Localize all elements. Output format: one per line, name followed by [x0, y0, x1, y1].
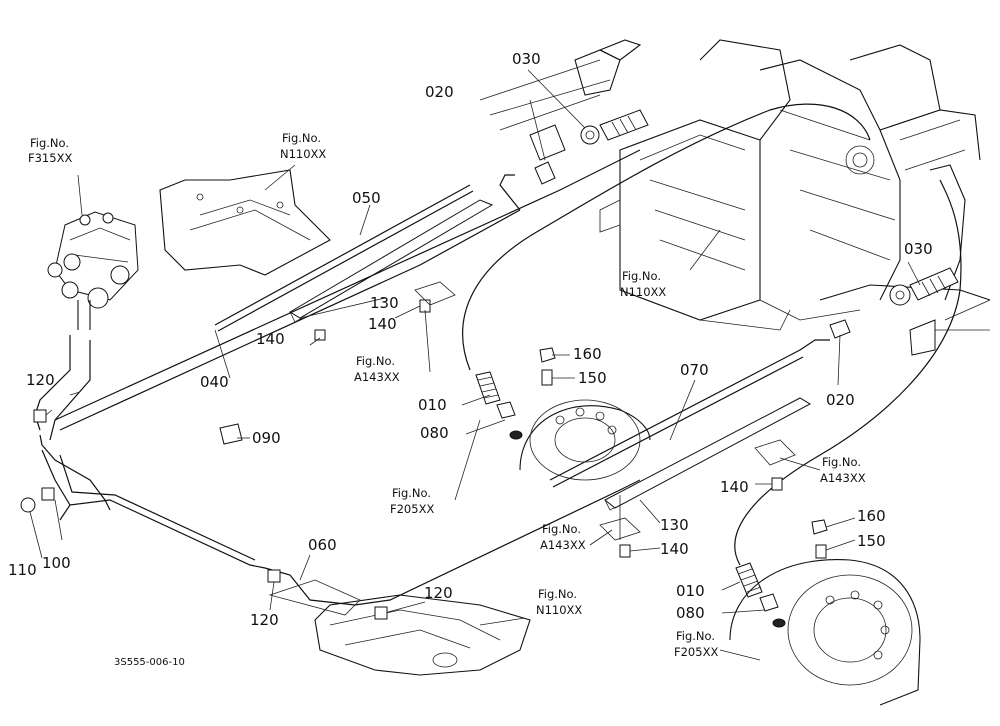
- hose-010b: [734, 179, 962, 628]
- label-060: 060: [308, 536, 337, 554]
- label-070: 070: [680, 361, 709, 379]
- label-010-right: 010: [676, 582, 705, 600]
- label-140-top-left: 140: [256, 330, 285, 348]
- label-020-top: 020: [425, 83, 454, 101]
- label-090: 090: [252, 429, 281, 447]
- label-130-bottom: 130: [660, 516, 689, 534]
- label-110: 110: [8, 561, 37, 579]
- fig-ref-a143-top: A143XX: [354, 370, 400, 384]
- fig-ref-a143-bottom: A143XX: [540, 538, 586, 552]
- label-080-left: 080: [420, 424, 449, 442]
- label-140-right: 140: [720, 478, 749, 496]
- label-150-right: 150: [857, 532, 886, 550]
- fig-ref-f205-right: F205XX: [674, 645, 718, 659]
- label-040: 040: [200, 373, 229, 391]
- fig-ref-f205-left: F205XX: [390, 502, 434, 516]
- fittings-right: [829, 267, 959, 356]
- hub-right: [729, 558, 921, 706]
- fig-prefix-a143-bottom: Fig.No.: [542, 522, 581, 536]
- brake-valve: [47, 211, 139, 330]
- fig-ref-a143-right: A143XX: [820, 471, 866, 485]
- fig-prefix-f315: Fig.No.: [30, 136, 69, 150]
- tractor-frame: [479, 39, 991, 331]
- fig-prefix-a143-top: Fig.No.: [356, 354, 395, 368]
- label-120-left: 120: [26, 371, 55, 389]
- fig-prefix-f205-right: Fig.No.: [676, 629, 715, 643]
- hub-left: [519, 399, 651, 481]
- fig-ref-n110-right: N110XX: [620, 285, 666, 299]
- label-050: 050: [352, 189, 381, 207]
- hardware: [20, 281, 828, 620]
- figure-references: Fig.No. F315XX Fig.No. N110XX Fig.No. N1…: [28, 131, 866, 659]
- fittings-top: [529, 109, 649, 185]
- label-010-left: 010: [418, 396, 447, 414]
- label-120-bottom: 120: [424, 584, 453, 602]
- drawing-code: 3S555-006-10: [114, 657, 185, 668]
- label-160-right: 160: [857, 507, 886, 525]
- label-030-right: 030: [904, 240, 933, 258]
- label-140-top-right: 140: [368, 315, 397, 333]
- pipe-050-group: [214, 184, 494, 332]
- fig-prefix-n110-right: Fig.No.: [622, 269, 661, 283]
- lower-plate: [268, 579, 531, 676]
- label-080-right: 080: [676, 604, 705, 622]
- upper-plate: [159, 169, 331, 276]
- part-labels: 020 030 030 020 050 130 140 140 040 120 …: [8, 50, 933, 629]
- fig-ref-n110-top: N110XX: [280, 147, 326, 161]
- label-150-left: 150: [578, 369, 607, 387]
- fig-prefix-n110-bottom: Fig.No.: [538, 587, 577, 601]
- fig-ref-f315: F315XX: [28, 151, 72, 165]
- label-140-bottom: 140: [660, 540, 689, 558]
- fig-prefix-a143-right: Fig.No.: [822, 455, 861, 469]
- label-020-right: 020: [826, 391, 855, 409]
- label-160-left: 160: [573, 345, 602, 363]
- label-030-top: 030: [512, 50, 541, 68]
- hose-010a: [462, 103, 871, 440]
- brake-line-040: [34, 149, 641, 511]
- fig-prefix-n110-top: Fig.No.: [282, 131, 321, 145]
- leader-lines: [29, 69, 921, 661]
- label-130-top: 130: [370, 294, 399, 312]
- fig-ref-n110-bottom: N110XX: [536, 603, 582, 617]
- pipe-070-group: [549, 339, 830, 511]
- fig-prefix-f205-left: Fig.No.: [392, 486, 431, 500]
- label-100: 100: [42, 554, 71, 572]
- label-120-bottom-left: 120: [250, 611, 279, 629]
